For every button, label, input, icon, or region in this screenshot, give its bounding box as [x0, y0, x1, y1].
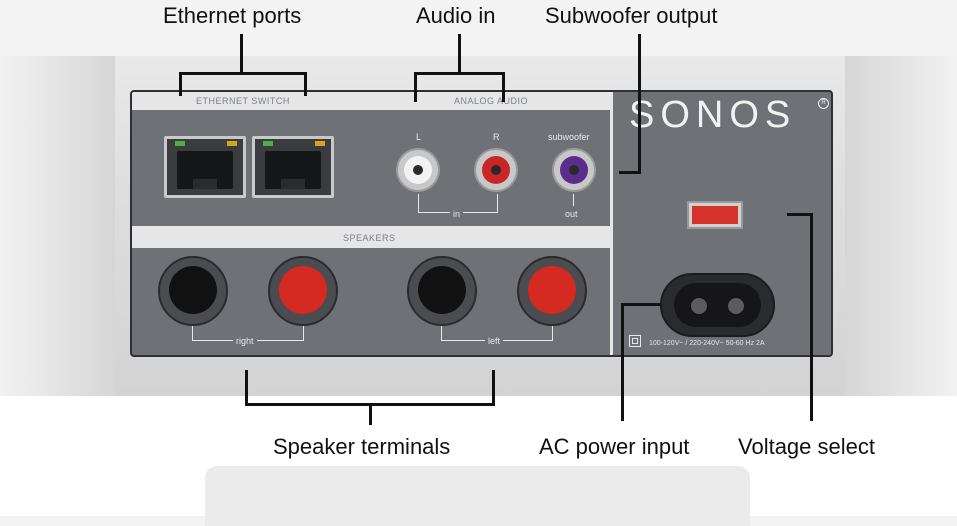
chassis-left-edge: [0, 56, 115, 396]
ethernet-ports-callout: Ethernet ports: [163, 3, 302, 28]
ac-pin-hole: [728, 298, 744, 314]
out-tick: [573, 194, 574, 206]
ac-power-input-callout: AC power input: [539, 434, 690, 459]
voltage-leader-stem: [810, 213, 813, 421]
rj45-clip-slot: [281, 179, 305, 189]
left-positive-terminal[interactable]: [517, 256, 587, 326]
audio-in-callout: Audio in: [416, 3, 496, 28]
audio-in-left-jack[interactable]: [396, 148, 440, 192]
subwoofer-label: subwoofer: [548, 132, 590, 142]
left-channel-label: L: [416, 132, 422, 142]
registered-mark-icon: R: [818, 98, 829, 109]
sonos-logo: SONOS: [629, 94, 797, 136]
ethernet-leader-stem: [240, 34, 243, 74]
ac-leader-bar: [621, 303, 661, 306]
ethernet-leader-left: [179, 72, 182, 96]
ethernet-leader-bar: [179, 72, 307, 75]
subwoofer-out-jack[interactable]: [552, 148, 596, 192]
audio-in-leader-bar: [414, 72, 505, 75]
audio-in-leader-left: [414, 72, 417, 102]
in-label: in: [450, 209, 464, 219]
right-channel-label: R: [493, 132, 500, 142]
left-label: left: [485, 336, 504, 346]
audio-in-leader-right: [502, 72, 505, 102]
audio-in-leader-stem: [458, 34, 461, 74]
panel-divider: [610, 92, 613, 355]
voltage-toggle[interactable]: 115: [692, 206, 738, 224]
ac-power-inlet[interactable]: [660, 273, 775, 337]
power-rating-text: 100-120V~ / 220-240V~ 50-60 Hz 2A: [649, 340, 765, 347]
rear-panel: ETHERNET SWITCH ANALOG AUDIO SPEAKERS L …: [130, 90, 833, 357]
top-label-strip: [132, 92, 610, 110]
speaker-leader-stem: [369, 403, 372, 425]
ac-leader-stem: [621, 303, 624, 421]
rj45-clip-slot: [193, 179, 217, 189]
chassis-right-edge: [845, 56, 957, 396]
ethernet-port-1[interactable]: [164, 136, 246, 198]
speakers-label: SPEAKERS: [343, 233, 396, 243]
speaker-terminals-callout: Speaker terminals: [273, 434, 451, 459]
analog-audio-label: ANALOG AUDIO: [454, 96, 529, 106]
audio-in-right-jack[interactable]: [474, 148, 518, 192]
right-positive-terminal[interactable]: [268, 256, 338, 326]
ethernet-port-2[interactable]: [252, 136, 334, 198]
device-foot: [205, 466, 750, 526]
speakers-label-strip: [132, 226, 610, 248]
link-led-icon: [263, 141, 273, 146]
link-led-icon: [175, 141, 185, 146]
subwoofer-output-callout: Subwoofer output: [545, 3, 718, 28]
subwoofer-leader-stem: [638, 34, 641, 174]
ethernet-switch-label: ETHERNET SWITCH: [196, 96, 290, 106]
speaker-leader-left: [245, 370, 248, 406]
voltage-select-switch[interactable]: 115: [687, 201, 743, 229]
right-negative-terminal[interactable]: [158, 256, 228, 326]
voltage-leader-bar: [787, 213, 813, 216]
left-negative-terminal[interactable]: [407, 256, 477, 326]
ac-pin-hole: [691, 298, 707, 314]
voltage-select-callout: Voltage select: [738, 434, 875, 459]
ac-inlet-socket: [674, 283, 761, 327]
subwoofer-leader-bar: [619, 171, 641, 174]
ethernet-leader-right: [304, 72, 307, 96]
right-label: right: [233, 336, 257, 346]
double-insulated-icon: [629, 335, 641, 347]
out-label: out: [565, 209, 578, 219]
activity-led-icon: [227, 141, 237, 146]
activity-led-icon: [315, 141, 325, 146]
speaker-leader-right: [492, 370, 495, 406]
